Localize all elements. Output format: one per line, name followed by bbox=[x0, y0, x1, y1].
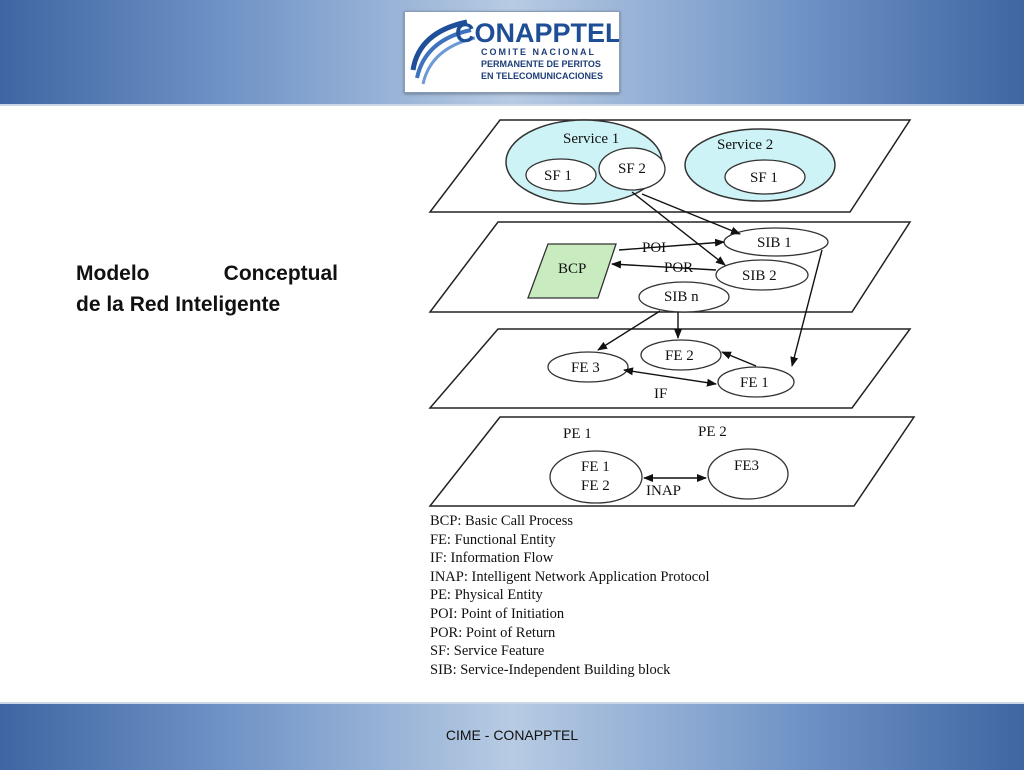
legend-item: INAP: Intelligent Network Application Pr… bbox=[430, 568, 710, 585]
fe3-node bbox=[547, 351, 629, 383]
logo-name: CONAPPTEL bbox=[455, 18, 619, 48]
if-arrow bbox=[623, 367, 717, 387]
service-plane bbox=[428, 119, 912, 213]
arrow-sibn-to-fe3 bbox=[597, 310, 661, 351]
por-arrow bbox=[611, 260, 717, 271]
sib1-label: SIB 1 bbox=[757, 235, 792, 251]
fe1-label: FE 1 bbox=[740, 375, 769, 391]
pe2-label: PE 2 bbox=[698, 424, 727, 440]
logo-swoosh-icon: CONAPPTEL COMITE NACIONAL PERMANENTE DE … bbox=[410, 18, 622, 85]
logo-line1: COMITE NACIONAL bbox=[481, 47, 596, 57]
slide-title: Modelo Conceptual de la Red Inteligente bbox=[76, 258, 338, 320]
pe1-fe2-label: FE 2 bbox=[581, 478, 610, 494]
legend-item: BCP: Basic Call Process bbox=[430, 513, 573, 529]
legend-item: SF: Service Feature bbox=[430, 643, 545, 660]
fe2-label: FE 2 bbox=[665, 348, 694, 364]
pe1-fe1-label: FE 1 bbox=[581, 459, 610, 475]
sibn-node bbox=[638, 281, 730, 313]
bcp-node bbox=[527, 243, 617, 299]
service2-label: Service 2 bbox=[717, 137, 773, 153]
arrow-sib1-to-fe1 bbox=[790, 249, 823, 367]
legend-item: PE: Physical Entity bbox=[430, 587, 543, 604]
arrow-fe1-to-fe2 bbox=[721, 351, 757, 367]
service1-label: Service 1 bbox=[563, 131, 619, 147]
fe1-node bbox=[717, 366, 795, 398]
sf2-label: SF 2 bbox=[618, 161, 646, 177]
pe1-node bbox=[549, 450, 643, 504]
footer-text: CIME - CONAPPTEL bbox=[0, 727, 1024, 743]
bcp-label: BCP bbox=[558, 261, 586, 277]
poi-arrow bbox=[618, 238, 725, 251]
slide-title-line2: de la Red Inteligente bbox=[76, 293, 281, 316]
sf1-label: SF 1 bbox=[544, 168, 572, 184]
if-label: IF bbox=[654, 386, 667, 402]
sf1b-node bbox=[724, 159, 806, 195]
logo-line3: EN TELECOMUNICACIONES bbox=[481, 71, 603, 81]
pe2-node bbox=[707, 448, 789, 500]
fe3-label: FE 3 bbox=[571, 360, 600, 376]
in-conceptual-model-diagram: Service 1 Service 2 SF 1 SF 2 SF 1 BCP S… bbox=[428, 119, 916, 507]
logo-line2: PERMANENTE DE PERITOS bbox=[481, 59, 601, 69]
legend-item: POI: Point of Initiation bbox=[430, 605, 565, 622]
slide-title-line1: Modelo Conceptual bbox=[76, 262, 338, 285]
arrow-sf2-to-sib1 bbox=[641, 193, 741, 235]
footer-label: CIME - CONAPPTEL bbox=[445, 727, 579, 743]
footer-band bbox=[0, 702, 1024, 770]
sib2-label: SIB 2 bbox=[742, 268, 777, 284]
inap-label: INAP bbox=[646, 483, 681, 499]
sib2-node bbox=[715, 259, 809, 291]
legend-item: POR: Point of Return bbox=[430, 624, 556, 641]
conapptel-logo: CONAPPTEL COMITE NACIONAL PERMANENTE DE … bbox=[404, 11, 622, 93]
sf2-node bbox=[598, 147, 666, 191]
pe1-label: PE 1 bbox=[563, 426, 592, 442]
sf1b-label: SF 1 bbox=[750, 170, 778, 186]
pe2-fe3-label: FE3 bbox=[734, 458, 759, 474]
legend-item: FE: Functional Entity bbox=[430, 531, 556, 548]
sibn-label: SIB n bbox=[664, 289, 699, 305]
sf1-node bbox=[525, 158, 597, 192]
arrow-sf2-to-sib2 bbox=[631, 191, 726, 266]
legend-item: SIB: Service-Independent Building block bbox=[430, 661, 671, 678]
legend-item: IF: Information Flow bbox=[430, 550, 554, 567]
